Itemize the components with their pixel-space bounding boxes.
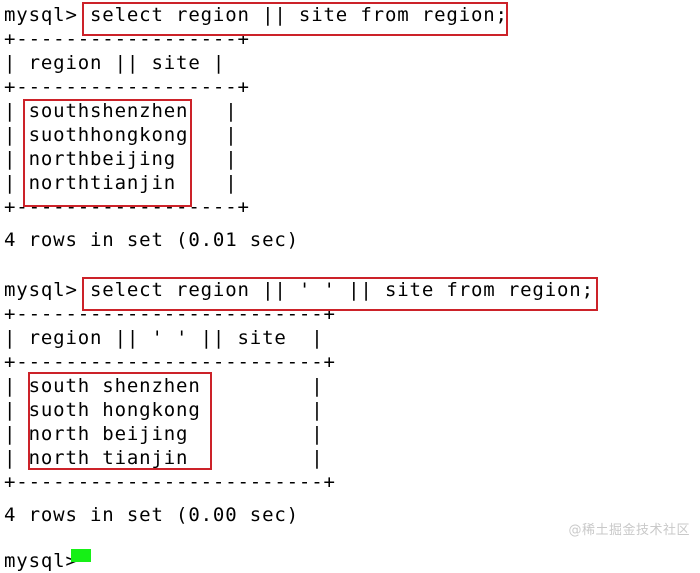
terminal-row-1-3: | northbeijing | <box>4 148 238 170</box>
terminal-row-1-1: | southshenzhen | <box>4 100 238 122</box>
terminal-line-prompt-1: mysql> select region || site from region… <box>4 4 508 26</box>
terminal-line-sep-2-mid: +-------------------------+ <box>4 351 336 373</box>
terminal-row-2-2: | suoth hongkong | <box>4 399 324 421</box>
watermark: @稀土掘金技术社区 <box>568 523 690 538</box>
terminal-row-2-4: | north tianjin | <box>4 447 324 469</box>
terminal-row-1-4: | northtianjin | <box>4 172 238 194</box>
terminal-line-sep-1-top: +------------------+ <box>4 28 250 50</box>
terminal-line-header-2: | region || ' ' || site | <box>4 327 324 349</box>
terminal-line-prompt-3: mysql> <box>4 550 78 572</box>
terminal-line-sep-2-bot: +-------------------------+ <box>4 471 336 493</box>
terminal-row-2-3: | north beijing | <box>4 423 324 445</box>
terminal-status-2: 4 rows in set (0.00 sec) <box>4 504 299 526</box>
terminal-line-header-1: | region || site | <box>4 52 226 74</box>
terminal-cursor <box>71 549 91 562</box>
terminal-line-sep-2-top: +-------------------------+ <box>4 303 336 325</box>
terminal-status-1: 4 rows in set (0.01 sec) <box>4 229 299 251</box>
terminal-row-1-2: | suothhongkong | <box>4 124 238 146</box>
terminal-line-sep-1-bot: +------------------+ <box>4 196 250 218</box>
terminal-row-2-1: | south shenzhen | <box>4 375 324 397</box>
terminal-line-sep-1-mid: +------------------+ <box>4 76 250 98</box>
terminal-line-prompt-2: mysql> select region || ' ' || site from… <box>4 279 594 301</box>
